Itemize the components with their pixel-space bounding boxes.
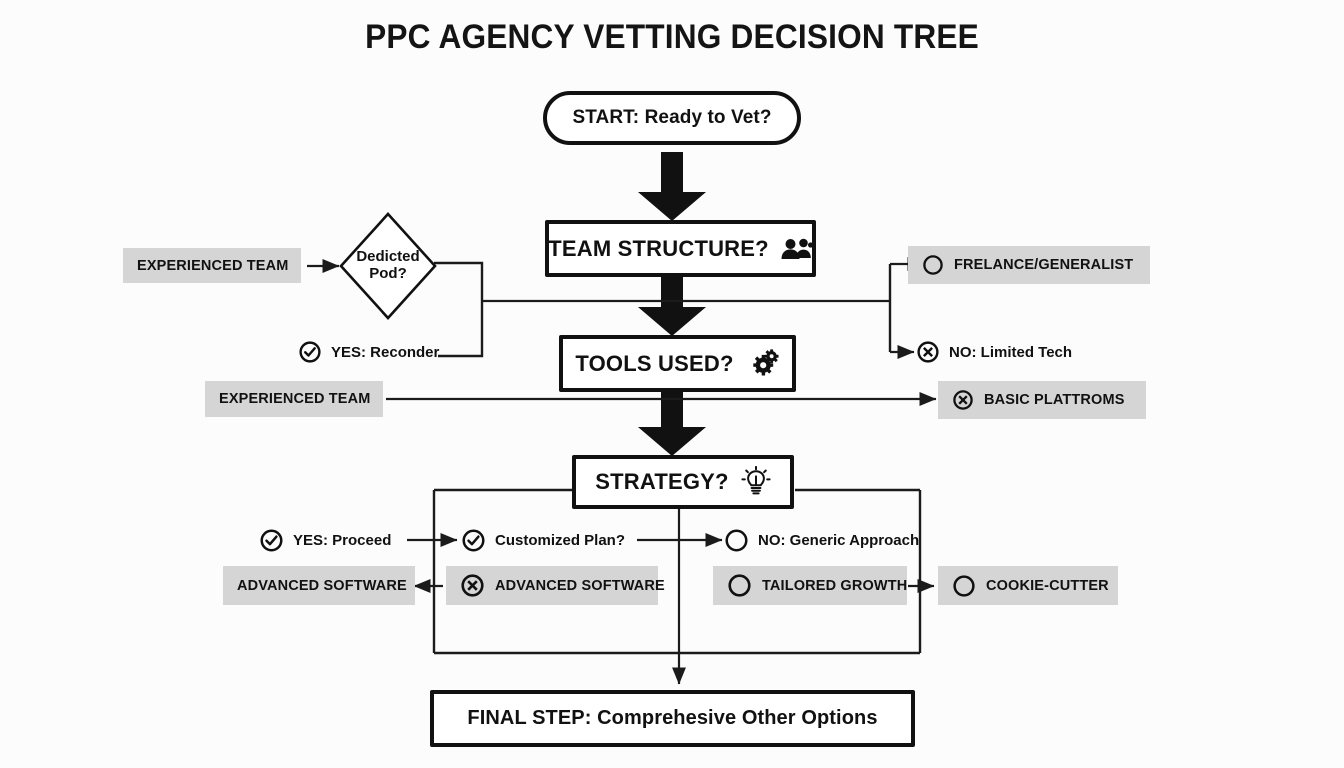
outcome-yes-reconder[interactable]: YES: Reconder: [298, 340, 439, 364]
outcome-yes-reconder-label: YES: Reconder: [331, 343, 440, 361]
x-circle-icon: [916, 340, 940, 364]
chip-experienced-team-top[interactable]: EXPERIENCED TEAM: [123, 248, 301, 283]
node-start-label: START: Ready to Vet?: [572, 107, 772, 128]
chip-basic-platforms[interactable]: BASIC PLATTROMS: [938, 381, 1146, 419]
chip-cookie-cutter[interactable]: COOKIE-CUTTER: [938, 566, 1118, 605]
left-bracket-connector: [434, 261, 484, 358]
chip-experienced-team-mid-label: EXPERIENCED TEAM: [219, 391, 371, 407]
node-strategy-label: STRATEGY?: [595, 469, 729, 494]
check-circle-icon: [461, 528, 486, 553]
block-arrow-team-to-tools: [638, 277, 706, 336]
chip-basic-platforms-label: BASIC PLATTROMS: [984, 392, 1125, 408]
outcome-yes-proceed[interactable]: YES: Proceed: [259, 528, 391, 553]
chip-cookie-cutter-label: COOKIE-CUTTER: [986, 577, 1109, 594]
node-team-structure[interactable]: TEAM STRUCTURE?: [545, 220, 816, 277]
circle-icon: [724, 528, 749, 553]
node-tools-used[interactable]: TOOLS USED?: [559, 335, 796, 392]
lightbulb-icon: [741, 466, 771, 498]
outcome-no-generic-approach-label: NO: Generic Approach: [758, 532, 920, 549]
chip-tailored-growth[interactable]: TAILORED GROWTH: [713, 566, 907, 605]
diamond-shape: [339, 212, 437, 320]
node-dedicated-pod-line1: Dedicted: [356, 248, 420, 266]
check-circle-icon: [259, 528, 284, 553]
node-strategy[interactable]: STRATEGY?: [572, 455, 794, 509]
outcome-customized-plan[interactable]: Customized Plan?: [461, 528, 625, 553]
gears-icon: [746, 348, 780, 379]
node-tools-used-label: TOOLS USED?: [575, 350, 734, 376]
node-start[interactable]: START: Ready to Vet?: [543, 91, 801, 145]
outcome-no-limited-tech-label: NO: Limited Tech: [949, 343, 1073, 361]
outcome-yes-proceed-label: YES: Proceed: [293, 532, 392, 549]
outcome-customized-plan-label: Customized Plan?: [495, 532, 626, 549]
node-dedicated-pod-label: Dedicted Pod?: [356, 248, 420, 283]
x-circle-icon: [460, 573, 485, 598]
block-arrow-tools-to-strategy: [638, 392, 706, 456]
circle-icon: [922, 254, 944, 276]
x-circle-icon: [952, 389, 974, 411]
node-final-step-label: FINAL STEP: Comprehesive Other Options: [467, 707, 878, 729]
diagram-title: PPC AGENCY VETTING DECISION TREE: [365, 18, 979, 56]
chip-experienced-team-top-label: EXPERIENCED TEAM: [137, 257, 289, 274]
check-circle-icon: [298, 340, 322, 364]
node-final-step[interactable]: FINAL STEP: Comprehesive Other Options: [430, 690, 915, 747]
outcome-no-limited-tech[interactable]: NO: Limited Tech: [916, 340, 1072, 364]
people-group-icon: [781, 238, 813, 260]
chip-advanced-software-mid-label: ADVANCED SOFTWARE: [495, 577, 665, 594]
chip-tailored-growth-label: TAILORED GROWTH: [762, 577, 908, 594]
block-arrow-start-to-team: [638, 152, 706, 221]
node-dedicated-pod[interactable]: Dedicted Pod?: [338, 211, 438, 321]
circle-icon: [727, 573, 752, 598]
outcome-no-generic-approach[interactable]: NO: Generic Approach: [724, 528, 919, 553]
chip-experienced-team-mid[interactable]: EXPERIENCED TEAM: [205, 381, 383, 417]
chip-advanced-software-left-label: ADVANCED SOFTWARE: [237, 577, 407, 594]
chip-advanced-software-left[interactable]: ADVANCED SOFTWARE: [223, 566, 415, 605]
node-team-structure-label: TEAM STRUCTURE?: [548, 235, 769, 261]
circle-icon: [952, 574, 976, 598]
chip-freelance-generalist[interactable]: FRELANCE/GENERALIST: [908, 246, 1150, 284]
chip-advanced-software-mid[interactable]: ADVANCED SOFTWARE: [446, 566, 665, 605]
chip-freelance-generalist-label: FRELANCE/GENERALIST: [954, 257, 1134, 273]
node-dedicated-pod-line2: Pod?: [369, 265, 407, 282]
